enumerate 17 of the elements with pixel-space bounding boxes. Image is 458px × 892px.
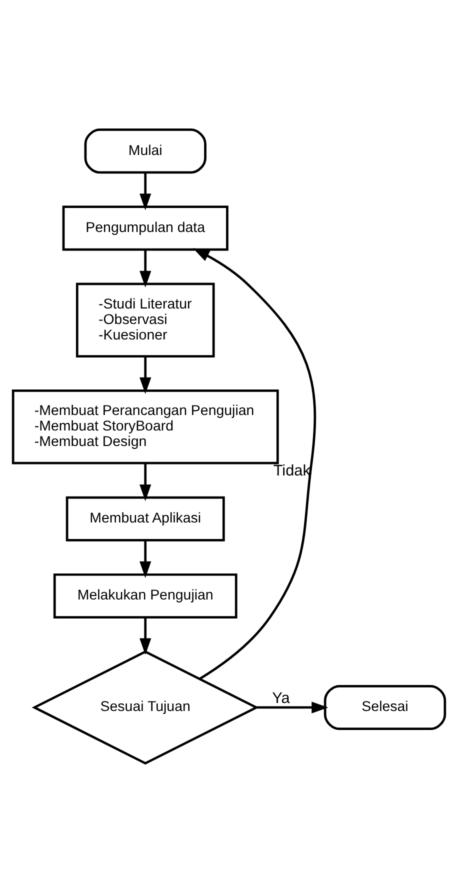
arrow xyxy=(140,356,152,394)
node-box: -Studi Literatur -Observasi -Kuesioner xyxy=(76,282,215,358)
node-box: -Membuat Perancangan Pengujian -Membuat StoryBoard -Membuat Design xyxy=(12,389,279,464)
node-box: Membuat Aplikasi xyxy=(66,496,225,541)
node-diamond: Sesuai Tujuan xyxy=(32,650,259,764)
node-box: Melakukan Pengujian xyxy=(53,572,238,618)
arrow xyxy=(140,172,152,210)
node-box: Pengumpulan data xyxy=(62,205,228,250)
arrow xyxy=(140,463,152,501)
edge-label: Ya xyxy=(272,690,290,707)
arrow xyxy=(192,248,316,680)
arrow xyxy=(256,701,328,713)
arrow xyxy=(140,540,152,578)
node-box: Mulai xyxy=(84,128,206,174)
node-box: Selesai xyxy=(324,684,446,730)
arrow xyxy=(140,249,152,288)
arrow xyxy=(140,617,152,654)
